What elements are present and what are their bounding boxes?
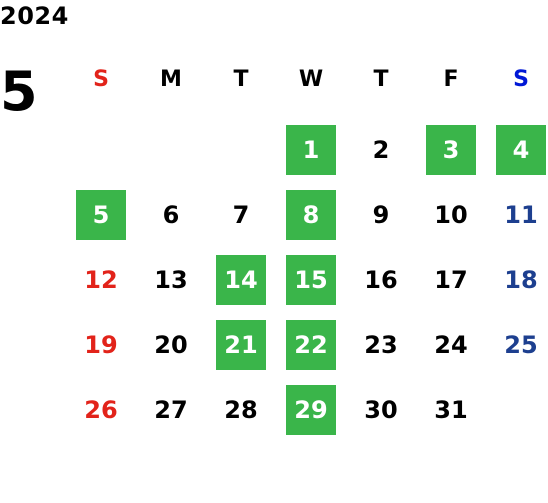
day-cell-7[interactable]: 7 (232, 201, 250, 229)
weekday-header-saturday: S (513, 67, 529, 92)
day-cell-6[interactable]: 6 (162, 201, 180, 229)
weekday-header-monday: M (160, 67, 182, 92)
day-cell-18[interactable]: 18 (504, 266, 538, 294)
day-cell-29[interactable]: 29 (286, 385, 336, 435)
day-cell-1[interactable]: 1 (286, 125, 336, 175)
day-cell-14[interactable]: 14 (216, 255, 266, 305)
day-cell-9[interactable]: 9 (372, 201, 390, 229)
day-cell-8[interactable]: 8 (286, 190, 336, 240)
day-cell-17[interactable]: 17 (434, 266, 468, 294)
weekday-header-friday: F (443, 67, 459, 92)
day-cell-21[interactable]: 21 (216, 320, 266, 370)
weekday-header-sunday: S (93, 67, 109, 92)
day-cell-24[interactable]: 24 (434, 331, 468, 359)
day-cell-10[interactable]: 10 (434, 201, 468, 229)
day-cell-27[interactable]: 27 (154, 396, 188, 424)
day-cell-4[interactable]: 4 (496, 125, 546, 175)
day-cell-2[interactable]: 2 (372, 136, 390, 164)
day-cell-25[interactable]: 25 (504, 331, 538, 359)
day-cell-19[interactable]: 19 (84, 331, 118, 359)
weekday-header-tuesday: T (233, 67, 249, 92)
day-cell-31[interactable]: 31 (434, 396, 468, 424)
day-cell-28[interactable]: 28 (224, 396, 258, 424)
weekday-header-wednesday: W (298, 67, 324, 92)
day-cell-3[interactable]: 3 (426, 125, 476, 175)
day-cell-16[interactable]: 16 (364, 266, 398, 294)
day-cell-30[interactable]: 30 (364, 396, 398, 424)
day-cell-15[interactable]: 15 (286, 255, 336, 305)
day-cell-23[interactable]: 23 (364, 331, 398, 359)
day-cell-5[interactable]: 5 (76, 190, 126, 240)
day-cell-22[interactable]: 22 (286, 320, 336, 370)
year-label: 2024 (0, 2, 69, 30)
day-cell-12[interactable]: 12 (84, 266, 118, 294)
day-cell-26[interactable]: 26 (84, 396, 118, 424)
month-label: 5 (0, 60, 38, 123)
day-cell-13[interactable]: 13 (154, 266, 188, 294)
weekday-header-thursday: T (373, 67, 389, 92)
day-cell-11[interactable]: 11 (504, 201, 538, 229)
day-cell-20[interactable]: 20 (154, 331, 188, 359)
